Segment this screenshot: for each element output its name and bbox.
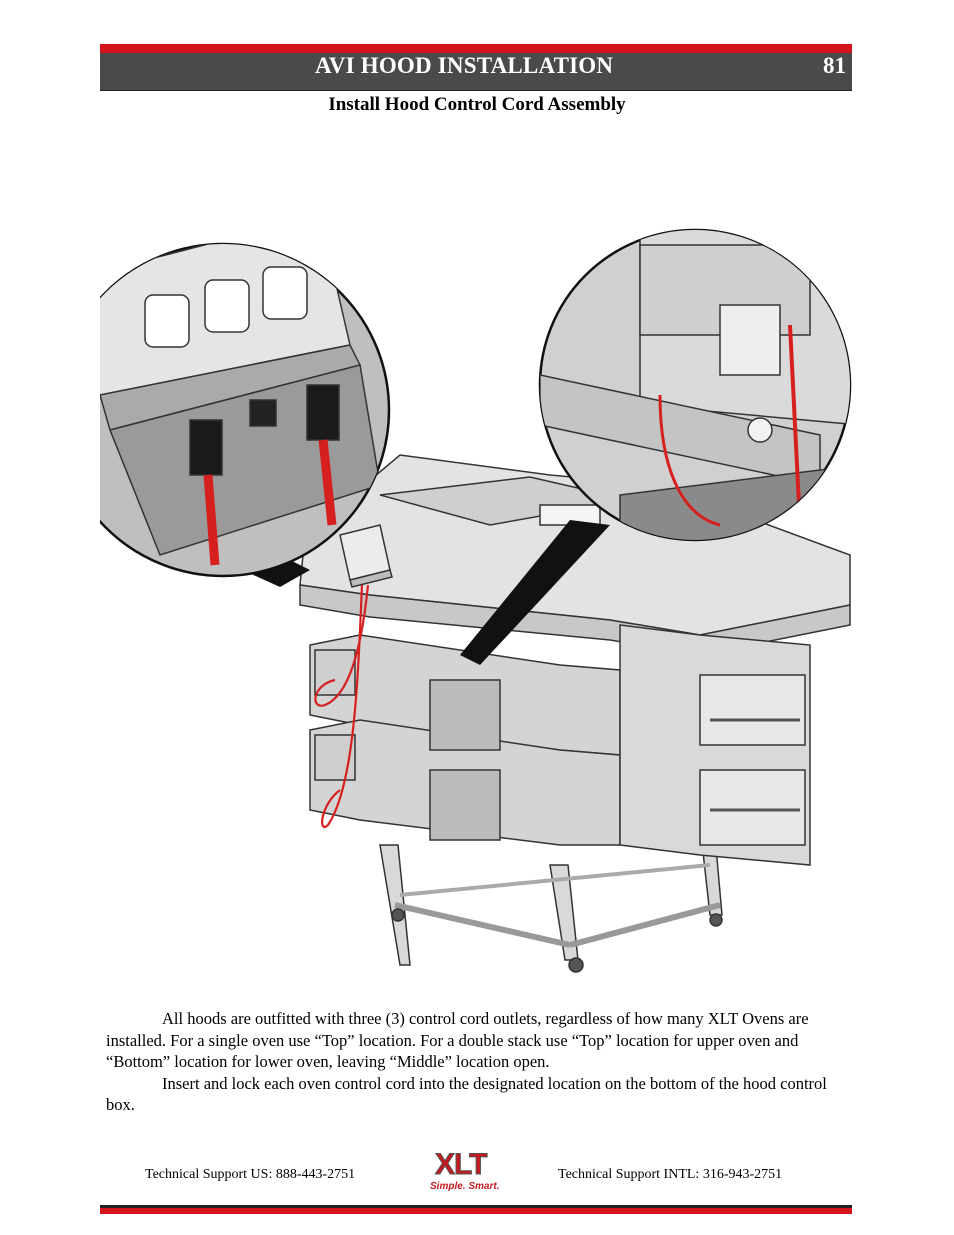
- section-subtitle: Install Hood Control Cord Assembly: [328, 94, 626, 115]
- xlt-logo: XLT Simple. Smart.: [430, 1148, 499, 1193]
- page-footer-band: [100, 1205, 852, 1215]
- oven-stand: [379, 824, 723, 973]
- callout-band-right: [460, 520, 610, 665]
- hood-installation-illustration: [100, 228, 852, 973]
- logo-tagline: Simple. Smart.: [430, 1181, 499, 1192]
- support-us-text: Technical Support US: 888-443-2751: [145, 1167, 356, 1182]
- page-number: 81: [823, 53, 846, 78]
- footer-red-line: [100, 1208, 852, 1214]
- logo-wordmark: XLT: [435, 1148, 487, 1181]
- page-title: AVI HOOD INSTALLATION: [315, 53, 614, 78]
- header-dark-bar: [100, 53, 852, 91]
- instruction-paragraph-2: Insert and lock each oven control cord i…: [106, 1073, 827, 1115]
- instruction-paragraph-1: All hoods are outfitted with three (3) c…: [106, 1009, 809, 1071]
- oven-stack: [309, 624, 811, 866]
- footer-dark-line: [100, 1205, 852, 1208]
- hood-control-box: [339, 524, 393, 588]
- control-cords: [314, 584, 370, 829]
- page-header: AVI HOOD INSTALLATION 81: [100, 44, 852, 91]
- header-red-bar: [100, 44, 852, 53]
- support-intl-text: Technical Support INTL: 316-943-2751: [558, 1167, 783, 1182]
- instructions-text: All hoods are outfitted with three (3) c…: [106, 1008, 846, 1116]
- zoom-callout-left: [100, 242, 391, 578]
